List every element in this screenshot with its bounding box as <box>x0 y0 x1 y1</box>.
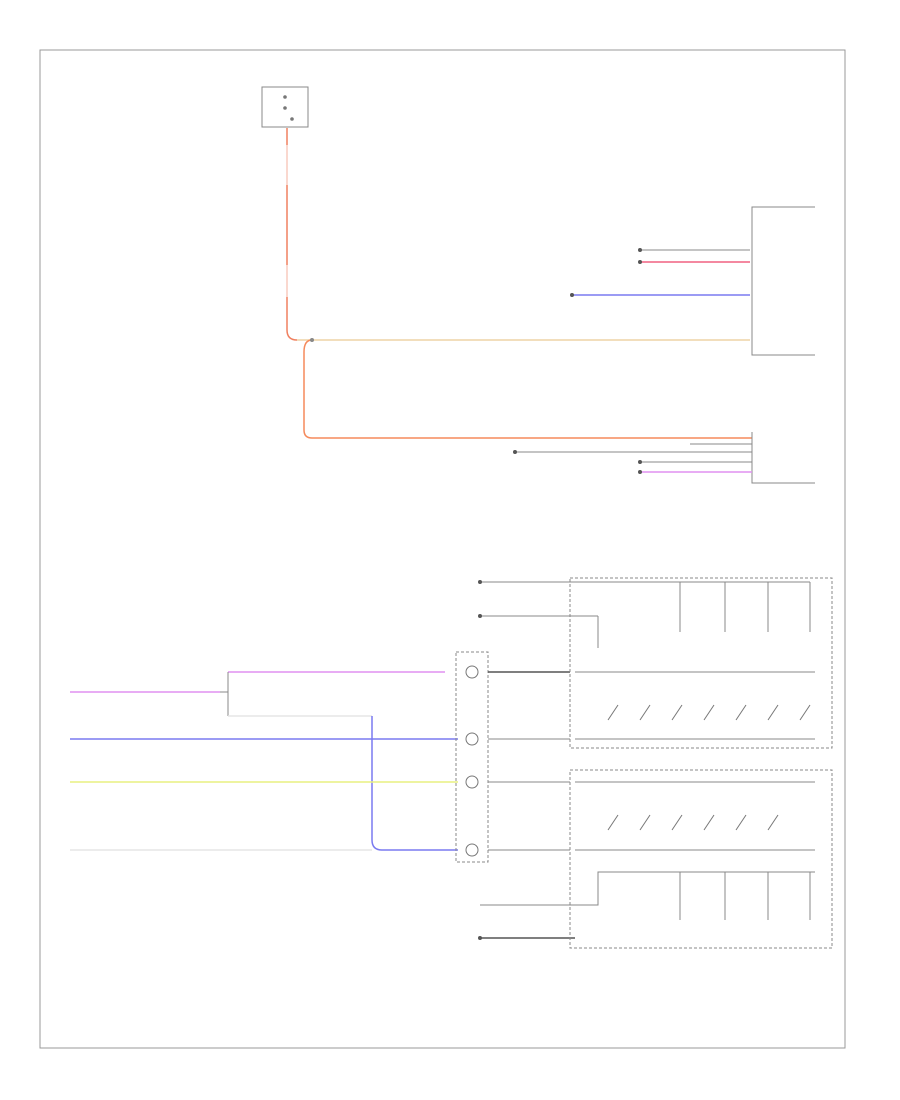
switch-module-lower <box>569 769 833 949</box>
connector-dot-icon <box>638 260 642 264</box>
left-wire-harness <box>70 671 458 851</box>
coil-icon <box>465 665 479 857</box>
connector-dot-icon <box>638 470 642 474</box>
right-component-mid <box>513 432 815 484</box>
fuse-pin-icon <box>290 117 294 121</box>
fuse-block <box>261 86 309 128</box>
feed-wire <box>284 128 752 439</box>
connector-dot-icon <box>478 580 482 584</box>
connector-dot-icon <box>478 614 482 618</box>
fuse-pin-icon <box>283 95 287 99</box>
switch-harness <box>478 580 575 940</box>
connector-dot-icon <box>570 293 574 297</box>
switch-module-upper <box>569 577 833 749</box>
connector-dot-icon <box>638 460 642 464</box>
switch-contact-icon <box>607 704 811 721</box>
connector-dot-icon <box>513 450 517 454</box>
clockspring <box>455 651 489 863</box>
right-component-top <box>570 206 815 356</box>
connector-dot-icon <box>478 936 482 940</box>
switch-contact-icon <box>607 814 779 831</box>
connector-dot-icon <box>638 248 642 252</box>
fuse-pin-icon <box>283 106 287 110</box>
page-border <box>39 49 846 1049</box>
